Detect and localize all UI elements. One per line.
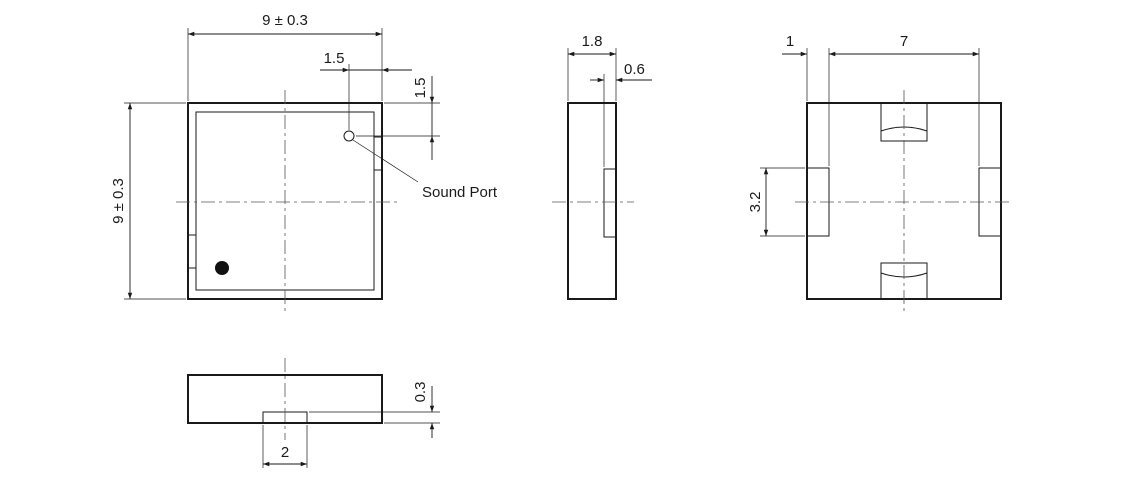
bottom-pad-height-label: 3.2	[747, 192, 764, 213]
top-height-label: 9 ± 0.3	[110, 178, 127, 224]
front-pad-height-label: 0.3	[412, 382, 429, 403]
side-view-outline	[567, 102, 617, 300]
sound-port-leader	[352, 139, 419, 183]
port-offset-x-label: 1.5	[324, 50, 345, 67]
side-pad-label: 0.6	[624, 61, 645, 78]
sound-port-label: Sound Port	[422, 184, 498, 201]
front-view: 0.3 2	[187, 358, 440, 468]
bottom-left-label: 1	[786, 33, 794, 50]
top-width-label: 9 ± 0.3	[262, 12, 308, 29]
side-view-pad	[603, 168, 617, 238]
side-width-label: 1.8	[582, 33, 603, 50]
sound-port-icon	[343, 130, 355, 142]
top-view-left-tab	[187, 234, 197, 269]
side-view: 1.8 0.6	[552, 33, 652, 300]
front-pad-width-label: 2	[281, 444, 289, 461]
bottom-span-label: 7	[900, 33, 908, 50]
port-offset-y-label: 1.5	[412, 78, 429, 99]
top-view-right-tab	[373, 136, 383, 171]
bottom-view: 1 7 3.2	[747, 33, 1013, 314]
top-view: 9 ± 0.3 9 ± 0.3 1.5 1.5 Sound Port	[110, 12, 498, 314]
pin1-marker-icon	[215, 261, 229, 275]
